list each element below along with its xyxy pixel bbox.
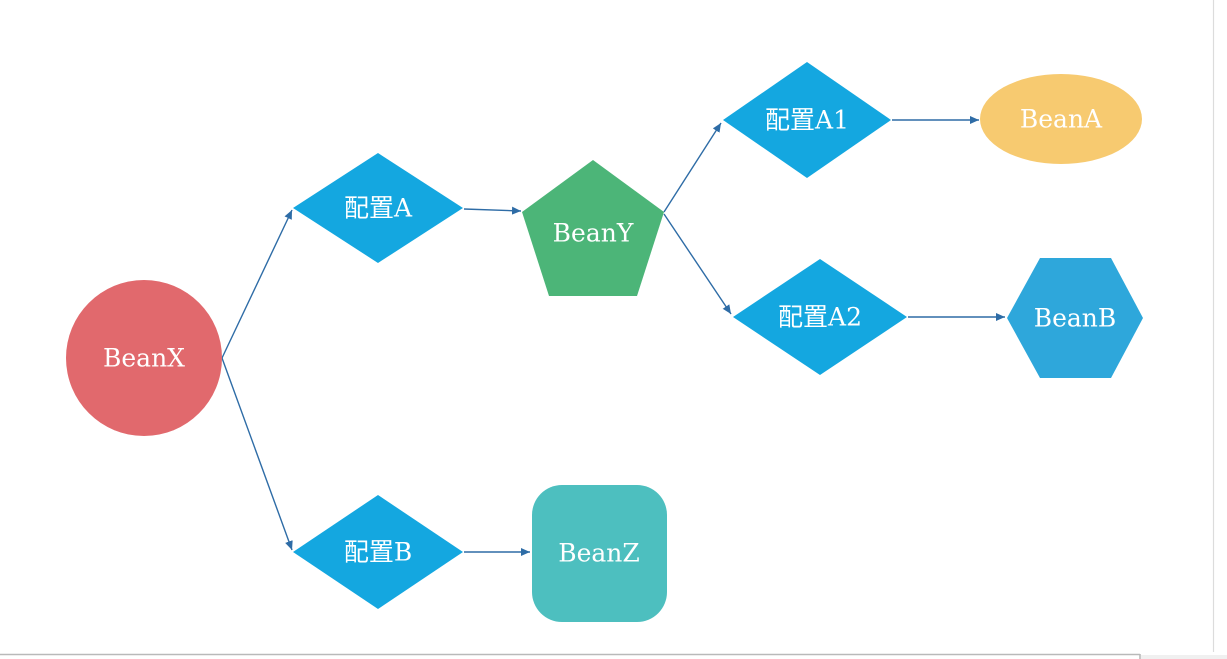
edge-beanx-config-b[interactable] — [221, 357, 293, 551]
node-config-a2[interactable]: 配置A2 — [733, 259, 907, 375]
node-config-a[interactable]: 配置A — [293, 153, 463, 263]
node-beany[interactable]: BeanY — [522, 160, 664, 296]
scrollbar-track — [1141, 655, 1227, 659]
node-config-b[interactable]: 配置B — [293, 495, 463, 609]
node-beana[interactable]: BeanA — [980, 74, 1142, 164]
node-config-a1[interactable]: 配置A1 — [723, 62, 891, 178]
node-label: 配置B — [344, 538, 412, 567]
ellipse-shape[interactable] — [980, 74, 1142, 164]
node-label: BeanZ — [558, 539, 640, 568]
node-beanx[interactable]: BeanX — [66, 280, 222, 436]
node-beanz[interactable]: BeanZ — [532, 485, 667, 622]
node-label: BeanA — [1020, 105, 1103, 134]
diamond-shape[interactable] — [293, 153, 463, 263]
node-label: 配置A — [344, 194, 413, 223]
node-label: BeanB — [1034, 304, 1117, 333]
diamond-shape[interactable] — [733, 259, 907, 375]
edge-config-a-beany[interactable] — [463, 206, 522, 215]
diamond-shape[interactable] — [293, 495, 463, 609]
node-label: BeanY — [553, 219, 634, 248]
rounded-rect-shape[interactable] — [532, 485, 667, 622]
edge-group — [221, 116, 1005, 556]
diamond-shape[interactable] — [723, 62, 891, 178]
circle-shape[interactable] — [66, 280, 222, 436]
edge-beany-config-a2[interactable] — [663, 213, 732, 315]
node-beanb[interactable]: BeanB — [1007, 258, 1143, 378]
hexagon-shape[interactable] — [1007, 258, 1143, 378]
node-label: BeanX — [103, 344, 185, 373]
edge-beanx-config-a[interactable] — [221, 209, 293, 359]
pentagon-shape[interactable] — [522, 160, 664, 296]
edge-beany-config-a1[interactable] — [663, 122, 722, 213]
node-label: 配置A1 — [765, 106, 849, 135]
node-label: 配置A2 — [778, 303, 862, 332]
